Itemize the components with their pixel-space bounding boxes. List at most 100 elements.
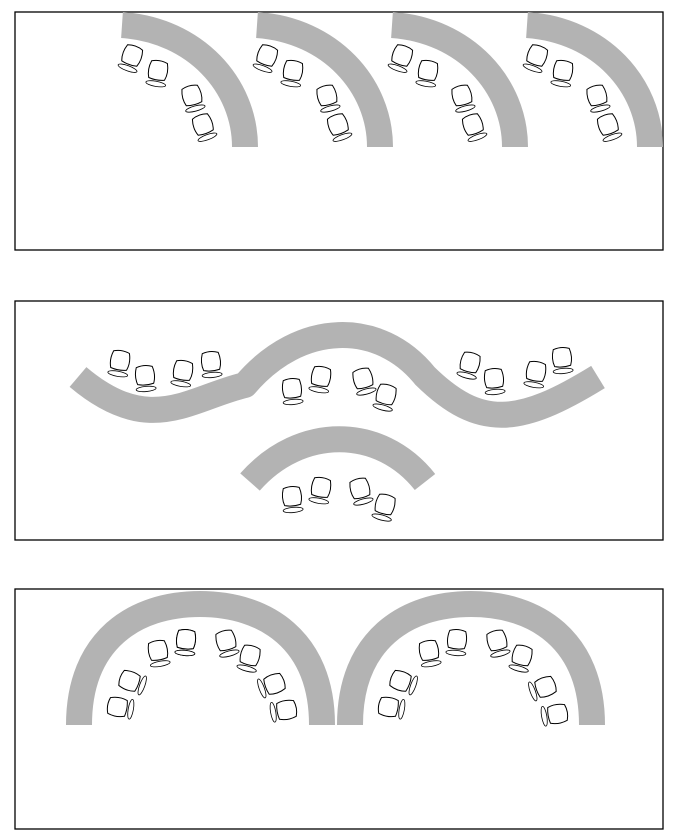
chair-base <box>201 371 223 379</box>
chair-seat <box>483 367 505 389</box>
chair <box>236 644 261 673</box>
chair <box>523 360 547 389</box>
chair-seat <box>256 44 279 67</box>
arch-desk <box>66 591 335 726</box>
chair-seat <box>375 383 397 406</box>
chair <box>486 629 511 658</box>
chair-base <box>356 387 377 396</box>
chair-base <box>445 649 467 657</box>
chair-base <box>552 367 574 375</box>
chair-base <box>137 675 147 696</box>
chair-seat <box>200 350 222 372</box>
chair <box>145 59 169 88</box>
chair-base <box>107 370 129 378</box>
chair-seat <box>352 367 374 390</box>
chair <box>174 628 197 657</box>
chair-seat <box>316 84 338 107</box>
chair-base <box>135 385 157 393</box>
chair-seat <box>281 485 303 507</box>
wave-desk <box>69 322 605 428</box>
chair-seat <box>118 669 141 692</box>
chair-base <box>528 681 538 702</box>
chair <box>147 639 171 668</box>
chair-seat <box>586 84 608 107</box>
chair-seat <box>326 113 349 136</box>
chair-base <box>219 649 240 658</box>
chair-seat <box>377 696 399 718</box>
chair <box>415 59 439 88</box>
chair <box>281 377 304 406</box>
chair <box>372 383 397 412</box>
crescent-desk <box>390 12 528 148</box>
chair-seat <box>451 84 473 107</box>
chair <box>456 351 481 380</box>
chair-base <box>490 649 511 658</box>
chair <box>352 367 377 396</box>
chair <box>387 44 414 73</box>
chair-group <box>106 44 623 727</box>
chair-base <box>602 132 623 142</box>
chair-base <box>590 104 611 113</box>
chair <box>308 365 332 394</box>
chair <box>281 485 304 514</box>
chair-seat <box>417 59 439 81</box>
crescent-desk <box>255 12 393 148</box>
chair-seat <box>239 644 261 667</box>
chair-seat <box>282 59 304 81</box>
chair <box>326 113 353 142</box>
chair <box>269 699 298 723</box>
chair <box>181 84 206 113</box>
chair-seat <box>389 669 412 692</box>
chair <box>106 696 135 720</box>
chair-seat <box>551 346 573 368</box>
chair <box>252 44 279 73</box>
chair-base <box>145 80 167 88</box>
chair-seat <box>596 113 619 136</box>
chair-base <box>269 701 277 723</box>
chair-seat <box>263 672 286 695</box>
chair-base <box>550 80 572 88</box>
chair <box>308 476 332 505</box>
chair-base <box>257 678 267 699</box>
crescent-desk <box>525 12 663 148</box>
chair-seat <box>310 476 332 498</box>
chair <box>483 367 506 396</box>
chair-seat <box>349 477 371 500</box>
arc-desk <box>240 426 436 491</box>
chair-seat <box>526 44 549 67</box>
chair-seat <box>147 639 169 661</box>
chair <box>377 696 406 720</box>
chair <box>107 349 131 378</box>
arch-desk-group <box>66 591 605 726</box>
crescent-desk-group <box>120 12 663 148</box>
chair-base <box>540 705 548 727</box>
arch-desk <box>337 591 605 726</box>
chair-seat <box>134 364 156 386</box>
chair <box>134 364 157 393</box>
chair-base <box>467 132 488 142</box>
chair <box>117 44 144 73</box>
chair-seat <box>175 628 197 650</box>
chair <box>215 629 240 658</box>
chair-seat <box>391 44 414 67</box>
chair-seat <box>147 59 169 81</box>
chair <box>540 703 569 727</box>
chair <box>451 84 476 113</box>
chair-seat <box>109 349 131 371</box>
wave-desk-group <box>69 322 605 491</box>
chair-seat <box>418 639 440 661</box>
chair-base <box>308 386 330 394</box>
chair <box>418 639 442 668</box>
chair <box>349 477 374 506</box>
chair-base <box>197 132 218 142</box>
chair-seat <box>374 493 396 516</box>
chair-seat <box>121 44 144 67</box>
chair-seat <box>461 113 484 136</box>
chair-base <box>484 388 506 396</box>
chair-base <box>332 132 353 142</box>
chair-seat <box>525 360 547 382</box>
chair-base <box>117 63 138 73</box>
chair-base <box>398 698 406 720</box>
chair-base <box>320 104 341 113</box>
